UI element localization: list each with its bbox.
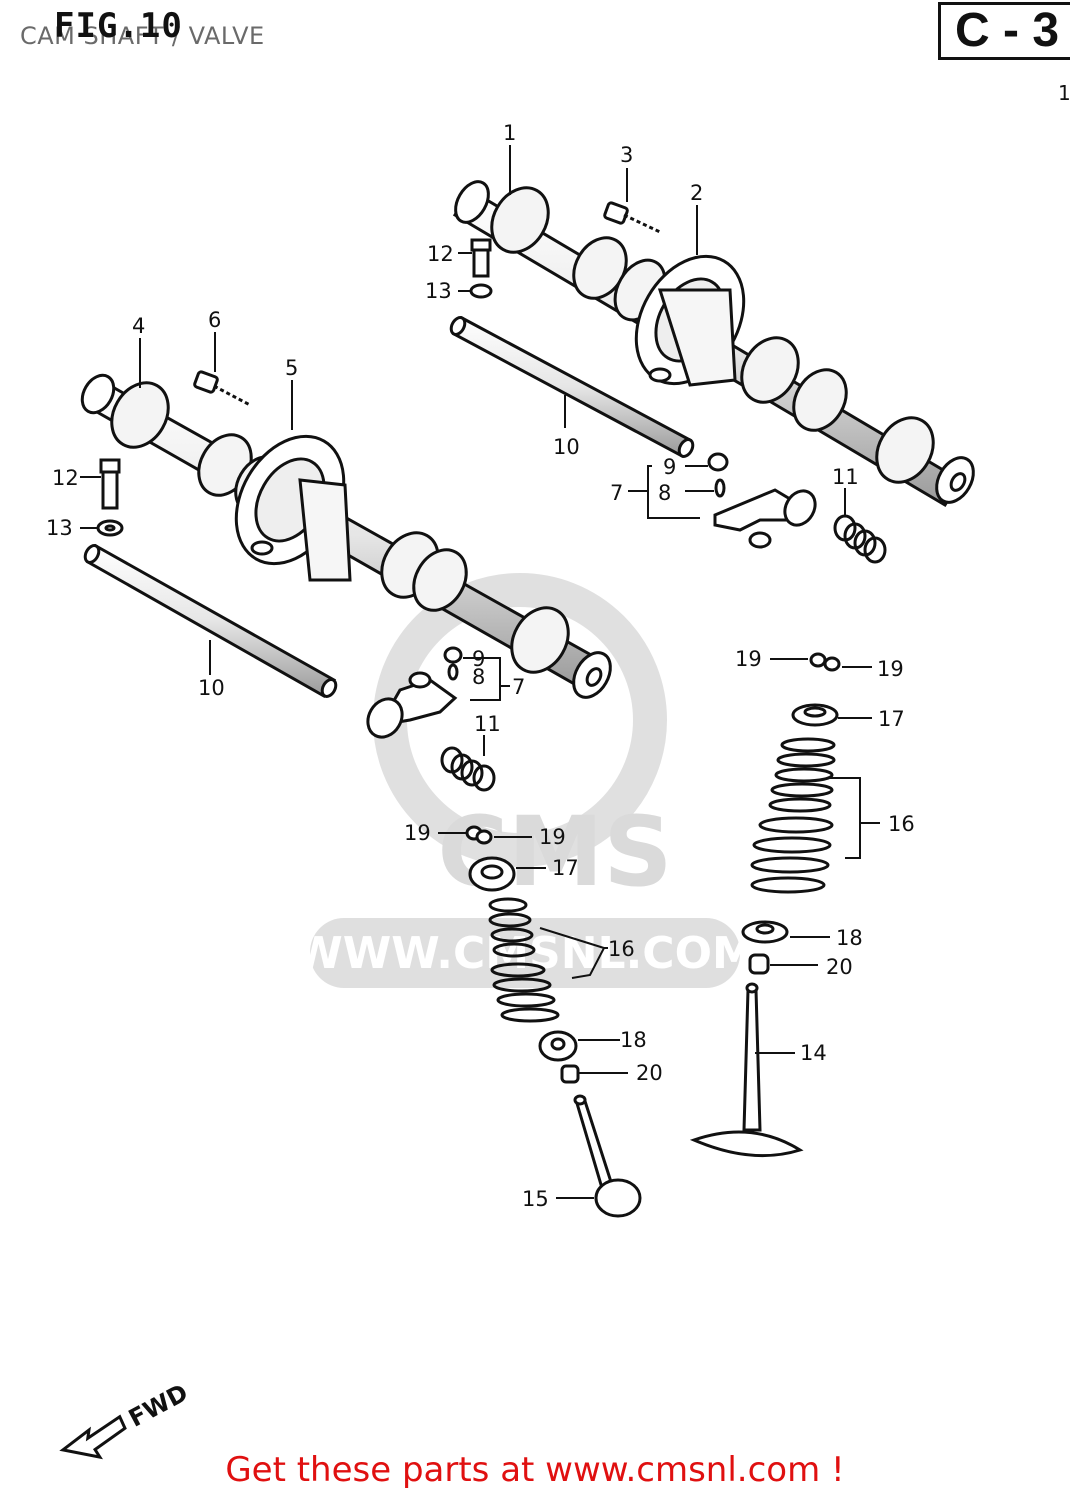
callout-9-lower: 9 xyxy=(472,647,485,671)
callout-20-right: 20 xyxy=(826,955,853,979)
corner-mark: 1 xyxy=(1058,81,1070,105)
forward-label: FWD xyxy=(124,1378,193,1432)
callout-15: 15 xyxy=(522,1187,549,1211)
callout-19-right-a: 19 xyxy=(735,647,762,671)
callout-1: 1 xyxy=(503,121,516,145)
watermark-brand: CMS xyxy=(437,796,672,908)
callout-7-lower: 7 xyxy=(512,675,525,699)
callout-20-left: 20 xyxy=(636,1061,663,1085)
valve-assembly-left xyxy=(465,825,642,1218)
forward-arrow-icon: FWD xyxy=(59,1378,193,1460)
pin-washer-upper xyxy=(469,238,493,299)
callout-9-upper: 9 xyxy=(663,455,676,479)
callout-5: 5 xyxy=(285,356,298,380)
camshaft-upper xyxy=(452,180,975,508)
callout-7-upper: 7 xyxy=(610,481,623,505)
leader-lines xyxy=(80,145,880,1199)
callout-8-lower: 8 xyxy=(472,665,485,689)
callout-19-right-b: 19 xyxy=(877,657,904,681)
callout-13-lower: 13 xyxy=(46,516,73,540)
callout-6: 6 xyxy=(208,308,221,332)
callout-19-left-b: 19 xyxy=(539,825,566,849)
callout-12-lower: 12 xyxy=(52,466,79,490)
callout-10-upper: 10 xyxy=(553,435,580,459)
callout-14: 14 xyxy=(800,1041,827,1065)
callout-16-left: 16 xyxy=(608,937,635,961)
callout-17-left: 17 xyxy=(552,856,579,880)
callout-3: 3 xyxy=(620,143,633,167)
rocker-shaft-upper xyxy=(449,315,695,459)
callout-16-right: 16 xyxy=(888,812,915,836)
sprocket-bolt-lower xyxy=(193,370,251,407)
rocker-arm-lower xyxy=(366,646,463,739)
callout-11-upper: 11 xyxy=(832,465,859,489)
callout-18-left: 18 xyxy=(620,1028,647,1052)
callout-18-right: 18 xyxy=(836,926,863,950)
rocker-spring-upper xyxy=(833,514,887,564)
pin-washer-lower xyxy=(96,458,124,537)
get-parts-link[interactable]: Get these parts at www.cmsnl.com ! xyxy=(225,1450,845,1490)
cam-sprocket-upper xyxy=(634,254,746,387)
cam-sprocket-lower xyxy=(234,434,352,582)
callout-17-right: 17 xyxy=(878,707,905,731)
callout-11-lower: 11 xyxy=(474,712,501,736)
section-code-box: C - 3 xyxy=(938,2,1070,60)
camshaft-lower xyxy=(80,373,612,699)
figure-title: FIG.10 xyxy=(54,6,183,46)
callout-12-upper: 12 xyxy=(427,242,454,266)
callout-8-upper: 8 xyxy=(658,481,671,505)
rocker-arm-upper xyxy=(707,452,817,549)
callout-10-lower: 10 xyxy=(198,676,225,700)
callout-2: 2 xyxy=(690,181,703,205)
valve-assembly-right xyxy=(689,652,841,1158)
callout-labels: 1 2 3 4 5 6 7 8 9 7 8 9 10 10 11 11 12 1… xyxy=(46,121,915,1211)
callout-4: 4 xyxy=(132,314,145,338)
callout-13-upper: 13 xyxy=(425,279,452,303)
rocker-shaft-lower xyxy=(83,543,338,699)
sprocket-bolt-upper xyxy=(603,201,661,234)
rocker-spring-lower xyxy=(440,746,496,792)
callout-19-left-a: 19 xyxy=(404,821,431,845)
diagram-subtitle: CAM SHAFT / VALVE xyxy=(20,22,265,50)
